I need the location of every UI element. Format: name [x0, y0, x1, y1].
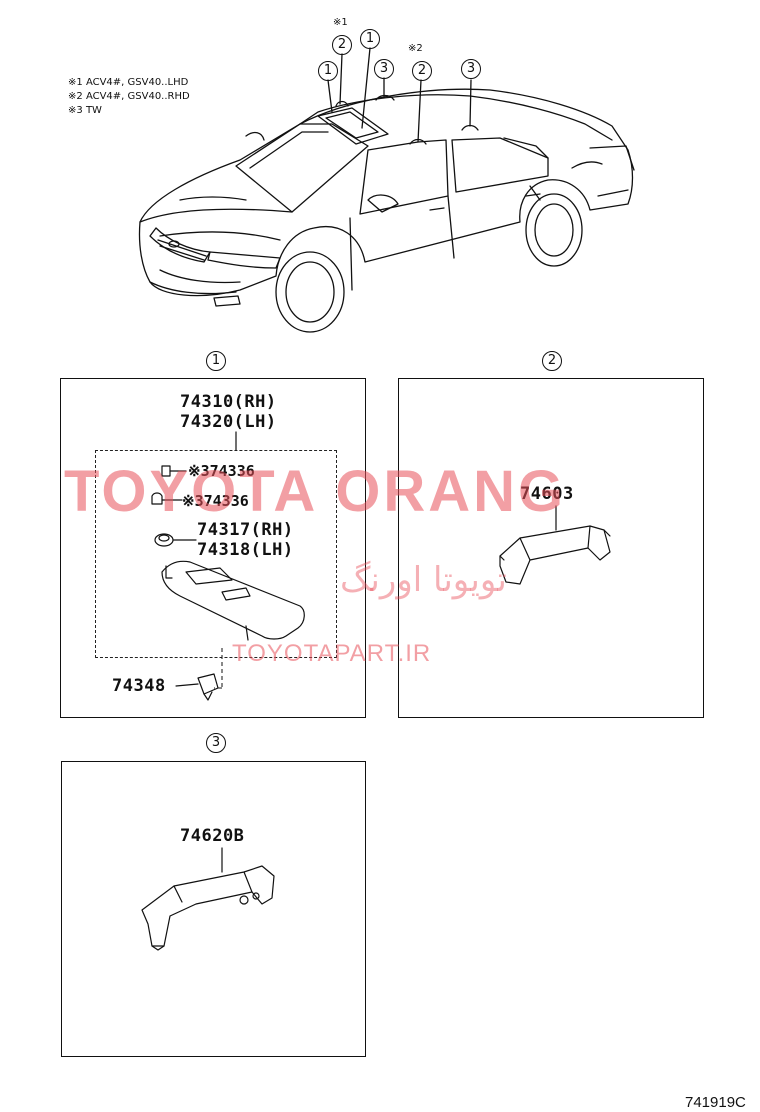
car-note-1: ※1 [333, 17, 348, 28]
car-callout-1a: 1 [318, 61, 338, 81]
legend-row-3: ※3 TW [68, 105, 102, 116]
legend-row-2: ※2 ACV4#, GSV40..RHD [68, 91, 190, 102]
car-callout-2a: 2 [332, 35, 352, 55]
part-74603: 74603 [520, 484, 574, 504]
car-illustration [138, 47, 635, 333]
section-1-number: 1 [206, 351, 226, 371]
section-1-leaders [151, 431, 305, 701]
part-74318-lh: 74318(LH) [197, 540, 294, 560]
watermark-persian: تویوتا اورنگ [340, 560, 507, 600]
section-2-number: 2 [542, 351, 562, 371]
car-callout-1b: 1 [360, 29, 380, 49]
part-74336-b: ※374336 [182, 492, 249, 510]
watermark-brand: TOYOTA ORANG [64, 459, 567, 524]
diagram-number: 741919C [685, 1094, 746, 1111]
grip-handle-3 [141, 847, 275, 951]
section-1-visor-assembly-box [95, 450, 337, 658]
car-callout-3a: 3 [374, 59, 394, 79]
section-1-box [60, 378, 366, 718]
part-74320-lh: 74320(LH) [180, 412, 277, 432]
section-3-box [61, 761, 366, 1057]
part-74620b: 74620B [180, 826, 245, 846]
grip-handle-2 [499, 505, 611, 585]
car-note-2: ※2 [408, 43, 423, 54]
section-2-box [398, 378, 704, 718]
part-74317-rh: 74317(RH) [197, 520, 294, 540]
legend: ※1 ACV4#, GSV40..LHD ※2 ACV4#, GSV40..RH… [68, 76, 190, 118]
part-74310-rh: 74310(RH) [180, 392, 277, 412]
car-callout-3b: 3 [461, 59, 481, 79]
car-callout-2b: 2 [412, 61, 432, 81]
section-3-number: 3 [206, 733, 226, 753]
legend-row-1: ※1 ACV4#, GSV40..LHD [68, 77, 189, 88]
watermark-url: TOYOTAPART.IR [232, 640, 432, 667]
part-74336-a: ※374336 [188, 462, 255, 480]
part-74348: 74348 [112, 676, 166, 696]
